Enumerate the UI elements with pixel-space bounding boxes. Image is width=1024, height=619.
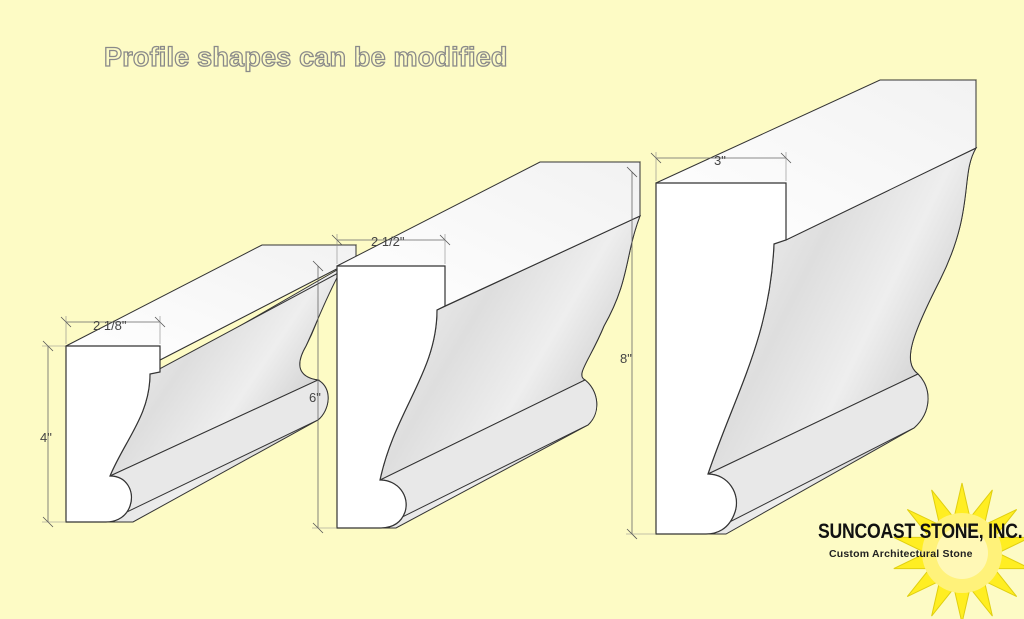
dim-line-height-medium-tick [312, 260, 324, 272]
small-profile [64, 244, 357, 523]
company-tagline: Custom Architectural Stone [829, 548, 973, 560]
medium-profile-section-face [336, 265, 446, 529]
width-label-large: 3" [714, 153, 726, 168]
dim-line-height-large-tick [626, 166, 638, 178]
width-label-medium: 2 1/2" [371, 234, 405, 249]
headline: Profile shapes can be modified [103, 41, 508, 72]
width-label-small: 2 1/8" [93, 318, 127, 333]
small-profile-section-face [65, 345, 161, 523]
height-label-large: 8" [620, 351, 632, 366]
height-label-medium: 6" [309, 390, 321, 405]
company-name: SUNCOAST STONE, INC. [818, 520, 1023, 543]
height-label-small: 4" [40, 430, 52, 445]
sun-glow-icon [936, 527, 988, 579]
medium-profile [336, 161, 641, 529]
large-profile-section-face [655, 182, 787, 535]
large-profile [655, 79, 978, 535]
